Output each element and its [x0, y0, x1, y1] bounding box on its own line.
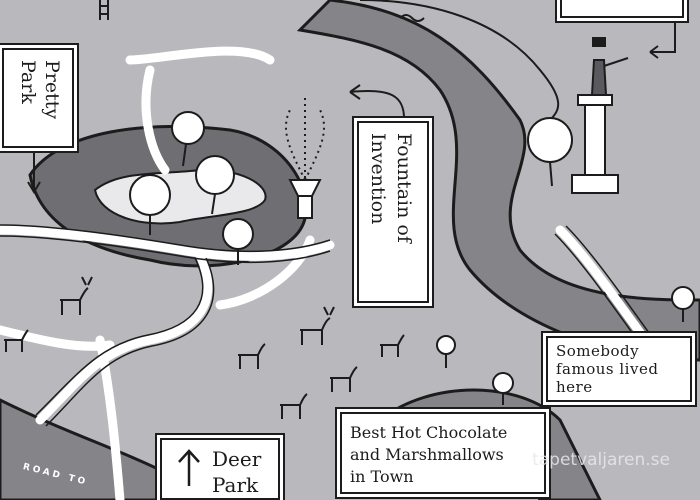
- watermark: tapetvaljaren.se: [532, 450, 670, 470]
- fountain-line-2: Invention: [367, 133, 389, 225]
- statue-drawing: [571, 37, 629, 194]
- pretty-park-line-2: Park: [17, 60, 39, 104]
- famous-line-1: Somebody: [556, 342, 640, 360]
- fountain-drawing: [285, 95, 325, 219]
- deer-park-line-1: Deer: [212, 447, 262, 471]
- famous-sign: Somebody famous lived here: [546, 336, 692, 402]
- hot-chocolate-sign: Best Hot Chocolate and Marshmallows in T…: [340, 412, 546, 494]
- deer-park-line-2: Park: [212, 473, 259, 497]
- hot-chocolate-line-2: and Marshmallows: [350, 445, 504, 464]
- deer-drawings: [4, 276, 405, 419]
- hot-chocolate-line-3: in Town: [350, 467, 414, 486]
- up-arrow-icon: [178, 449, 200, 486]
- trees: [129, 111, 695, 405]
- fountain-line-1: Fountain of: [393, 133, 415, 243]
- hot-chocolate-line-1: Best Hot Chocolate: [350, 423, 508, 442]
- statue-arrow: [649, 20, 676, 59]
- famous-line-3: here: [556, 378, 593, 396]
- fountain-arrow: [349, 84, 406, 122]
- deer-park-sign: Deer Park: [160, 438, 280, 500]
- fountain-sign: Fountain of Invention: [357, 121, 429, 303]
- famous-line-2: famous lived: [556, 360, 659, 378]
- pretty-park-sign: Pretty Park: [2, 48, 74, 148]
- pretty-park-arrow: [27, 148, 41, 194]
- top-right-sign: [560, 0, 684, 18]
- pretty-park-line-1: Pretty: [41, 60, 63, 120]
